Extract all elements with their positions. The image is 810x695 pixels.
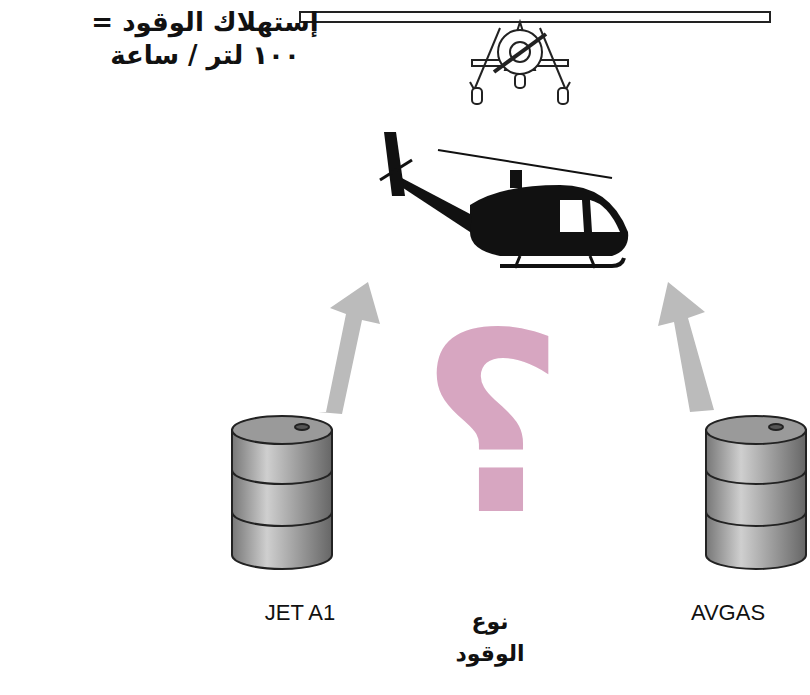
airplane [300,12,770,104]
fuel-type-caption: نوع الوقود [445,606,535,670]
fuel-name: JET A1 [230,600,370,626]
helicopter [380,132,628,268]
consumption-note: إستهلاك الوقود = ١٠٠ لتر / ساعة [80,6,330,71]
question-mark: ؟ [392,300,592,550]
fuel-name: AVGAS [658,600,798,626]
